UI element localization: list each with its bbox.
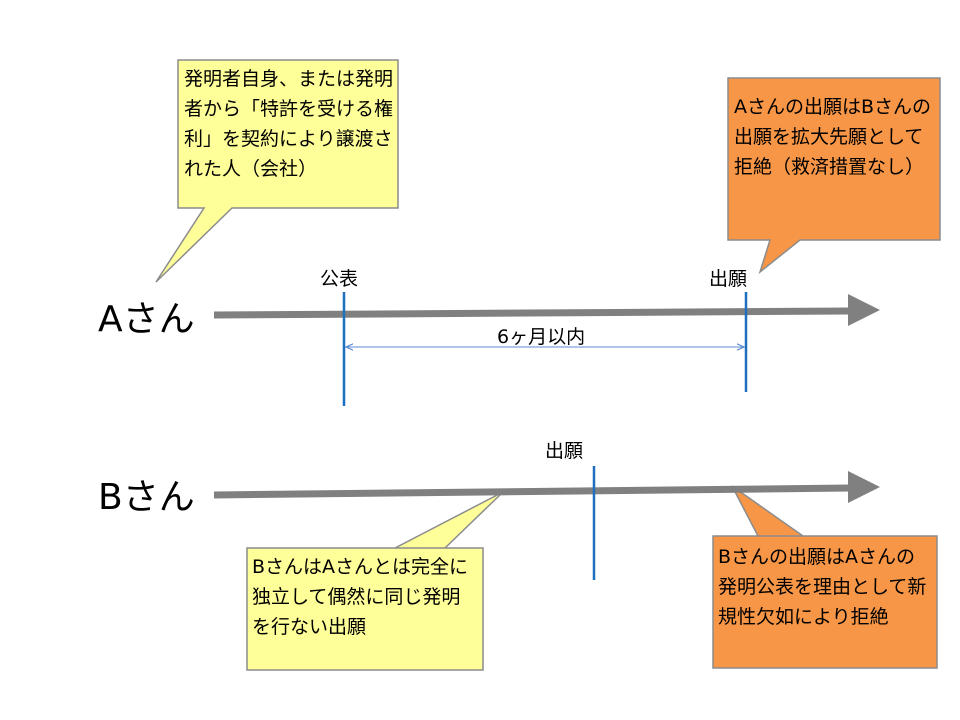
timeline-a-shaft (213, 307, 851, 319)
callout-inventor: 発明者自身、または発明者から「特許を受ける権利」を契約により譲渡された人（会社） (184, 68, 394, 180)
publication-label: 公表 (320, 268, 359, 290)
callout-a-rejected: Aさんの出願はBさんの出願を拡大先願として拒絶（救済措置なし） (734, 96, 932, 178)
filing-a-label: 出願 (709, 268, 748, 290)
callout-inventor-shape (155, 59, 399, 283)
person-a-label: Aさん (98, 299, 195, 340)
timeline-b-arrowhead (848, 471, 880, 503)
callout-b-rejected: Bさんの出願はAさんの発明公表を理由として新規性欠如により拒絶 (718, 546, 927, 628)
callout-a-rejected-shape (727, 77, 941, 275)
timeline-b-shaft (213, 484, 851, 499)
callout-b-independent-shape (246, 491, 504, 671)
timeline-a-arrowhead (848, 294, 880, 326)
period-label: 6ヶ月以内 (497, 326, 586, 348)
callout-b-independent: BさんはAさんとは完全に独立して偶然に同じ発明を行ない出願 (252, 556, 469, 638)
filing-b-label: 出願 (545, 440, 584, 462)
person-b-label: Bさん (98, 477, 195, 518)
callout-b-rejected-shape (712, 485, 938, 669)
